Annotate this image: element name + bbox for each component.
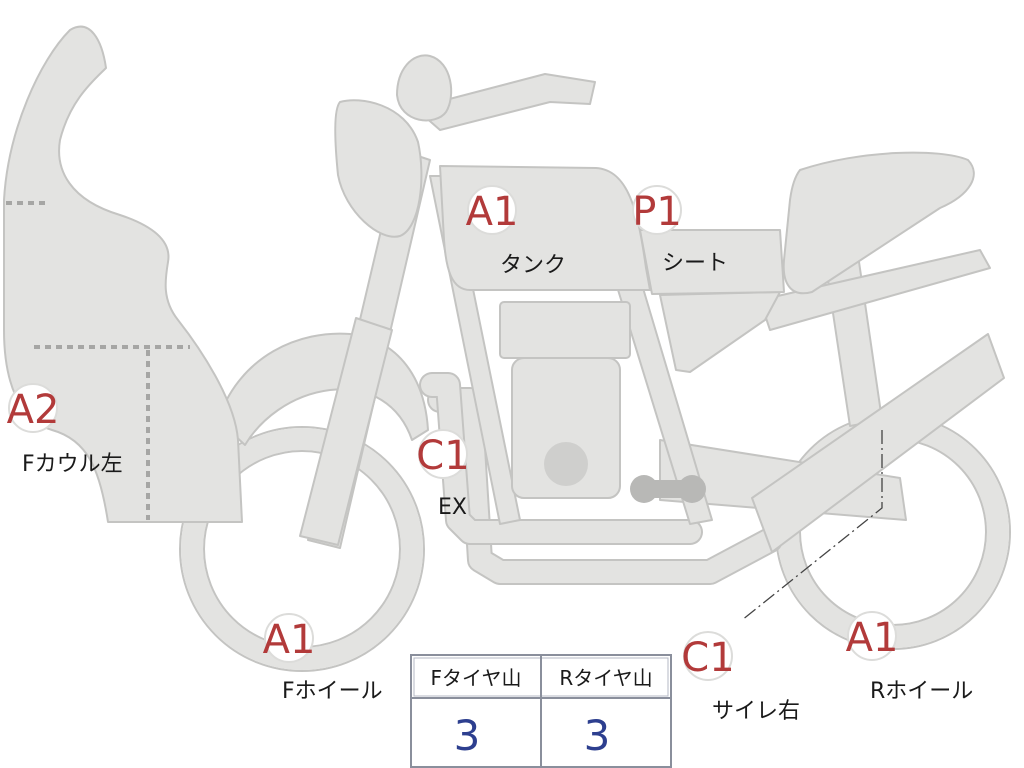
engine [499,301,706,503]
table-value-front-tire: 3 [454,711,481,760]
table-header-front-tire: Fタイヤ山 [431,666,522,690]
name-cowl-left: Fカウル左 [22,452,123,477]
headlight [334,99,423,238]
label-front-wheel: A1 Fホイール [263,613,383,704]
grade-cowl-left: A2 [7,387,60,433]
grade-tank: A1 [466,189,519,235]
name-rear-wheel: Rホイール [870,679,973,704]
table-header-rear-tire: Rタイヤ山 [559,666,652,690]
grade-muffler-right: C1 [681,635,734,681]
label-cowl-left: A2 Fカウル左 [7,383,123,477]
seat-cowl [782,151,975,295]
label-tank: A1 タンク [466,185,566,278]
grade-exhaust: C1 [416,433,469,479]
table-value-rear-tire: 3 [584,711,611,760]
rear-frame [759,249,991,331]
side-cover [659,291,781,373]
name-tank: タンク [500,253,566,278]
grade-rear-wheel: A1 [846,615,899,661]
fork-slider [299,317,393,546]
name-muffler-right: サイレ右 [712,699,800,724]
muffler [751,333,1005,553]
exhaust-pipes [419,372,783,585]
name-front-wheel: Fホイール [282,679,383,704]
label-exhaust: C1 EX [416,429,470,520]
handlebar [414,73,596,131]
front-cowl-left-shape [3,25,243,523]
grade-seat: P1 [632,189,682,235]
muffler-dash-line [741,430,883,621]
tire-table: Fタイヤ山 Rタイヤ山 3 3 [410,654,672,768]
label-seat: P1 シート [632,185,728,276]
name-exhaust: EX [438,495,467,520]
label-rear-wheel: A1 Rホイール [846,611,973,704]
grade-front-wheel: A1 [263,617,316,663]
name-seat: シート [662,251,728,276]
mirror [396,54,453,122]
label-muffler-right: C1 サイレ右 [681,631,800,724]
seat-base [639,229,785,295]
